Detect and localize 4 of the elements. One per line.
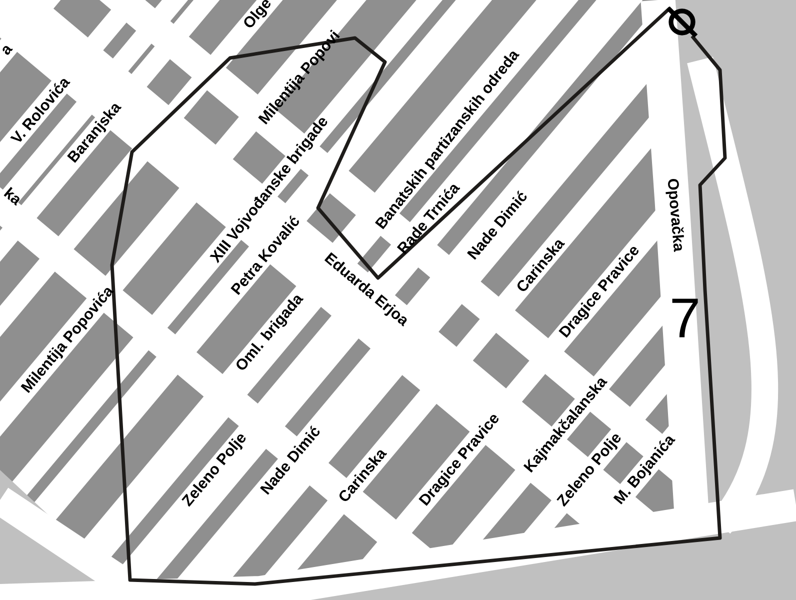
route-number: 7 bbox=[672, 298, 698, 338]
street-name: Opovačka bbox=[666, 178, 684, 252]
street-name: ka bbox=[4, 186, 20, 206]
street-name: a bbox=[2, 46, 13, 55]
